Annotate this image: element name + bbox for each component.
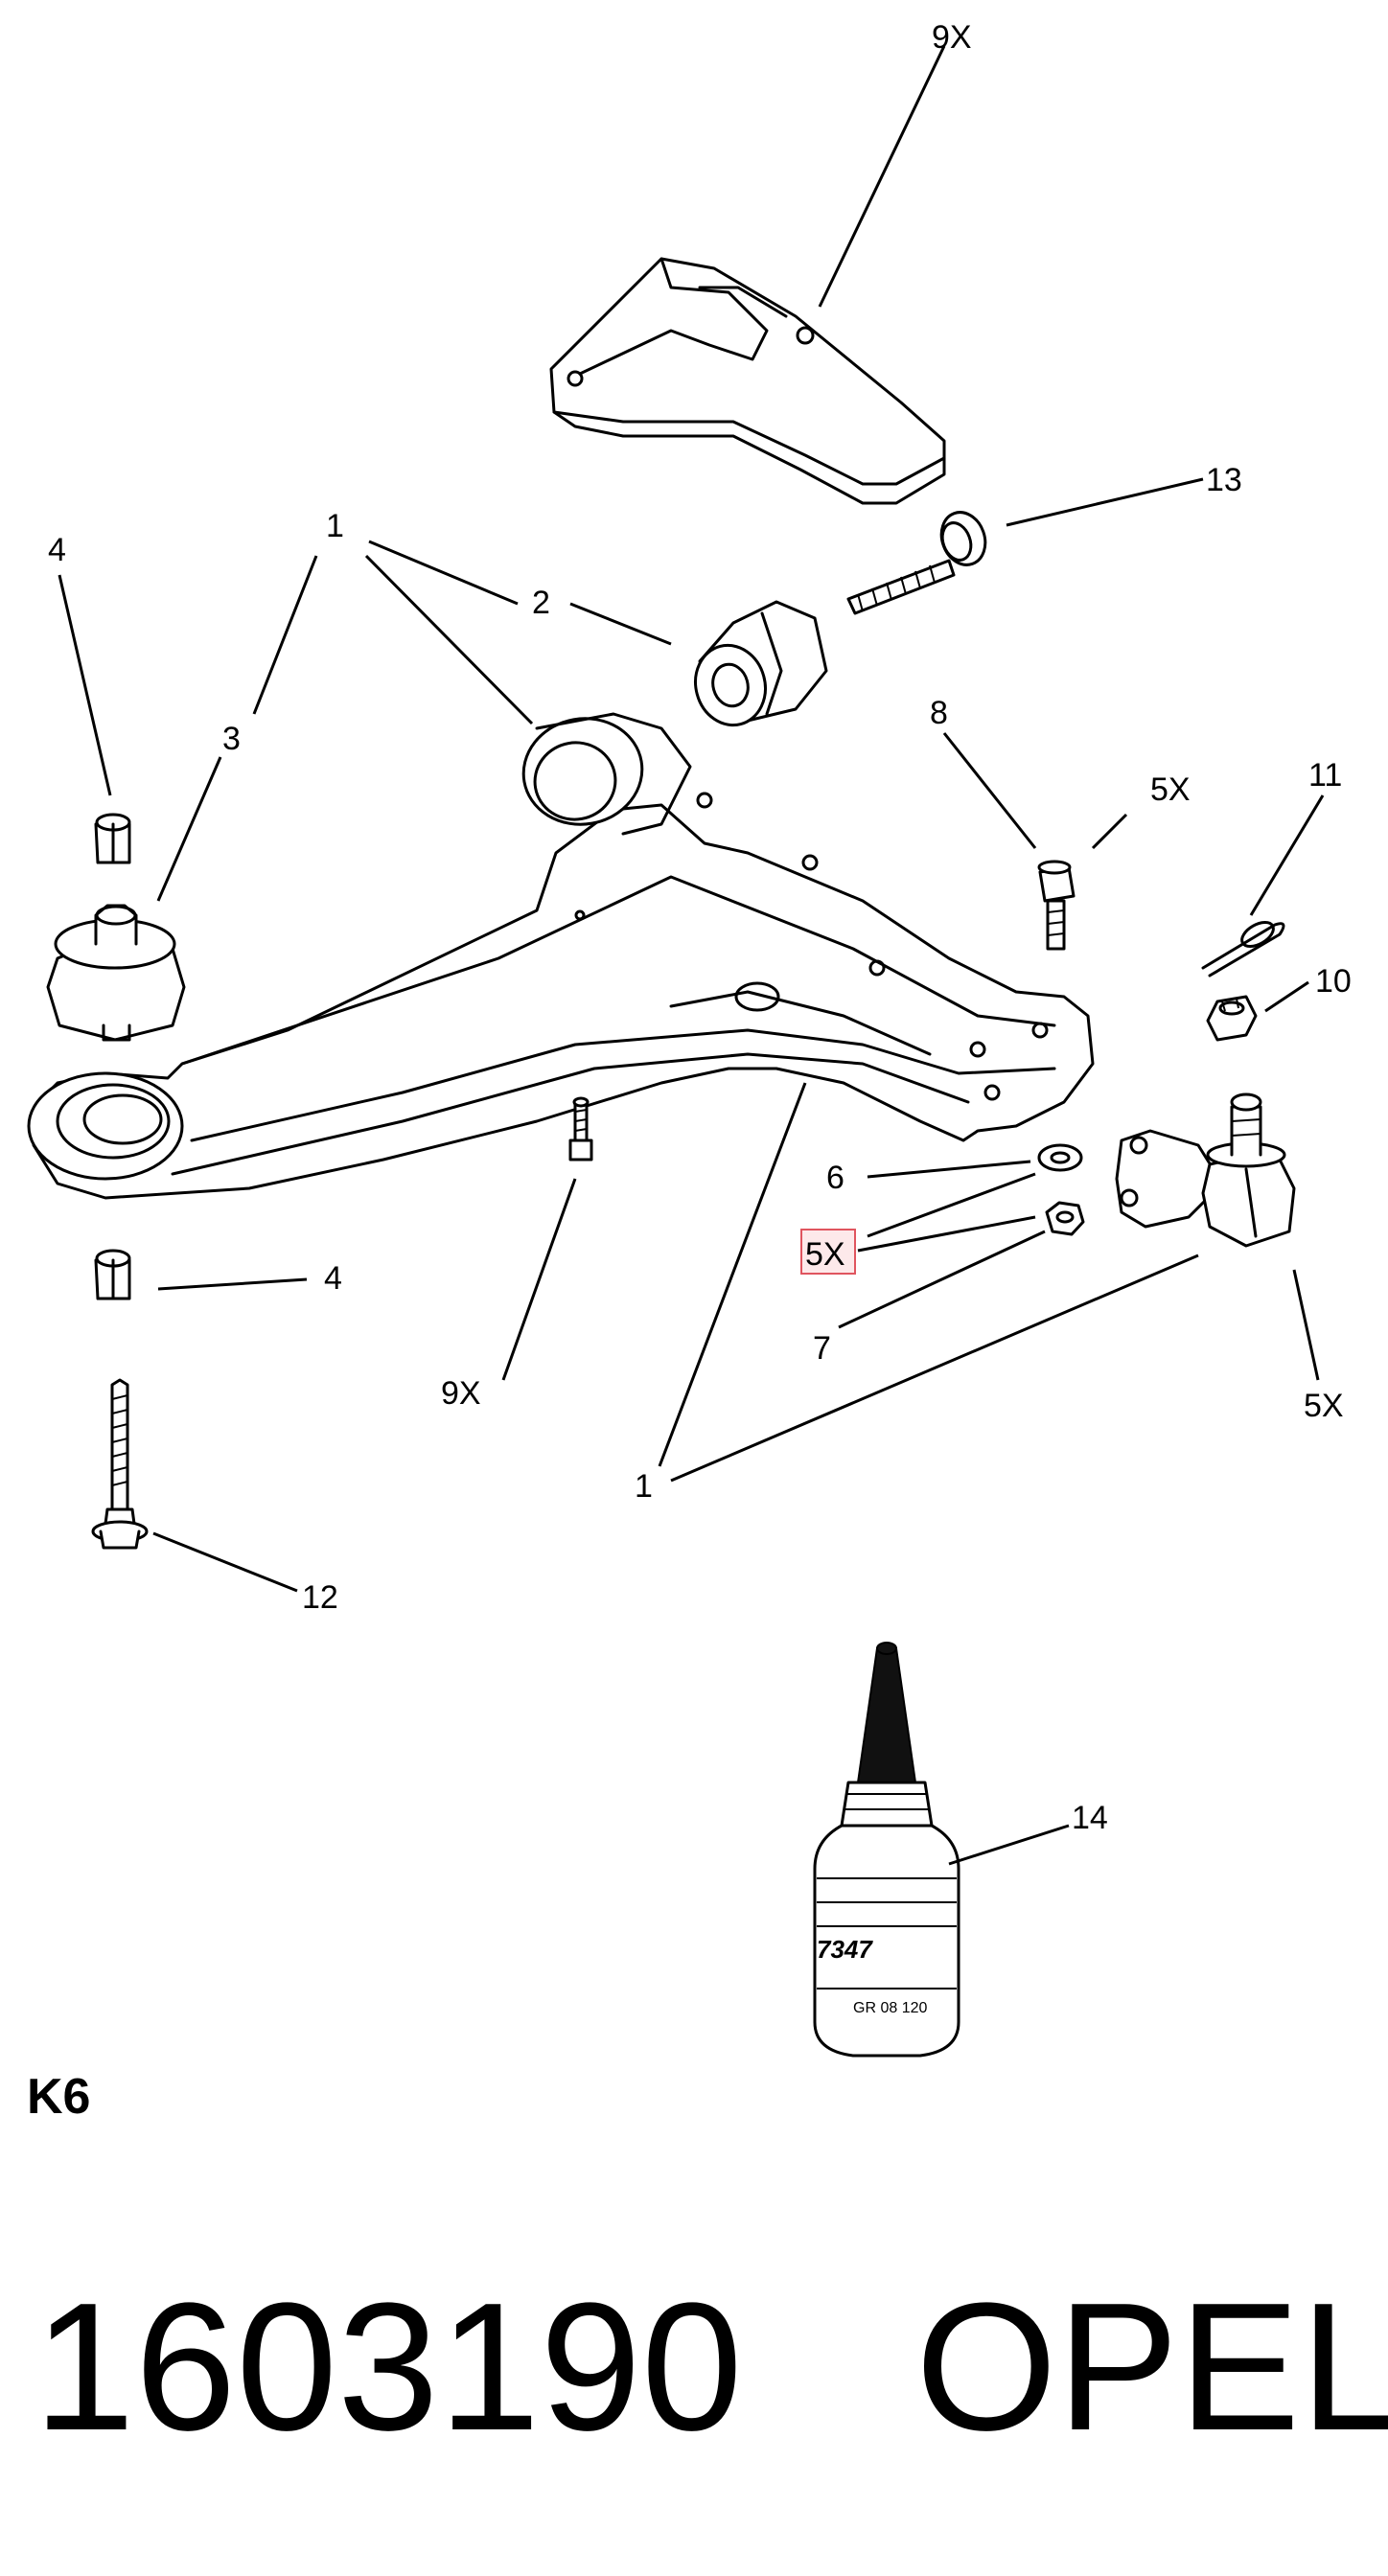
threadlocker-bottle-14-part: 7347 GR 08 120 (813, 1642, 960, 2058)
callout-7: 7 (813, 1330, 831, 1367)
bolt-9x-part (568, 1096, 593, 1162)
callout-labels: 9X 13 1 2 4 3 8 5X 11 10 6 5X 7 5X 4 9X … (48, 19, 1352, 1836)
bolt-12-part (91, 1378, 149, 1550)
callout-3: 3 (222, 721, 241, 757)
callout-5x-balljoint: 5X (1304, 1388, 1344, 1424)
callout-12: 12 (302, 1579, 338, 1616)
callout-10: 10 (1315, 963, 1352, 1000)
bolt-13-part (846, 511, 987, 615)
callout-5x-bolt: 5X (1150, 771, 1191, 808)
castle-nut-10-part (1206, 995, 1258, 1042)
washer-6-part (1037, 1143, 1083, 1172)
ball-joint-part (1115, 1092, 1296, 1248)
callout-4-top: 4 (48, 532, 66, 568)
callout-13: 13 (1206, 462, 1242, 498)
leader-lines (58, 45, 1325, 1866)
sheet-code: K6 (27, 2069, 90, 2125)
nut-7-part (1045, 1201, 1085, 1236)
bushing-2-part (694, 600, 828, 727)
cover-plate-part (549, 257, 946, 505)
part-number: 1603190 (34, 2266, 743, 2469)
callout-1-top: 1 (326, 508, 344, 544)
callout-4-bottom: 4 (324, 1260, 342, 1297)
control-arm-1-part (27, 712, 1095, 1200)
callout-11: 11 (1308, 757, 1342, 794)
callout-2: 2 (532, 585, 550, 621)
brand-name: OPEL (915, 2266, 1388, 2469)
bushing-3-part (46, 904, 186, 1042)
callout-8: 8 (930, 695, 948, 731)
callout-5x-washer: 5X (805, 1236, 845, 1273)
bottle-label-code: 7347 (817, 1935, 873, 1964)
callout-6: 6 (826, 1160, 844, 1196)
callout-9x-top: 9X (932, 19, 972, 56)
callout-9x-bottom: 9X (441, 1375, 481, 1412)
callout-14: 14 (1072, 1800, 1108, 1836)
cotter-pin-11-part (1201, 921, 1285, 978)
callout-1-bottom: 1 (635, 1468, 653, 1505)
highlight-box (800, 1229, 856, 1275)
bolt-8-part (1037, 860, 1076, 951)
sleeve-4-top-part (94, 813, 131, 864)
sleeve-4-bottom-part (94, 1249, 131, 1300)
bottle-label-small: GR 08 120 (853, 2000, 927, 2016)
